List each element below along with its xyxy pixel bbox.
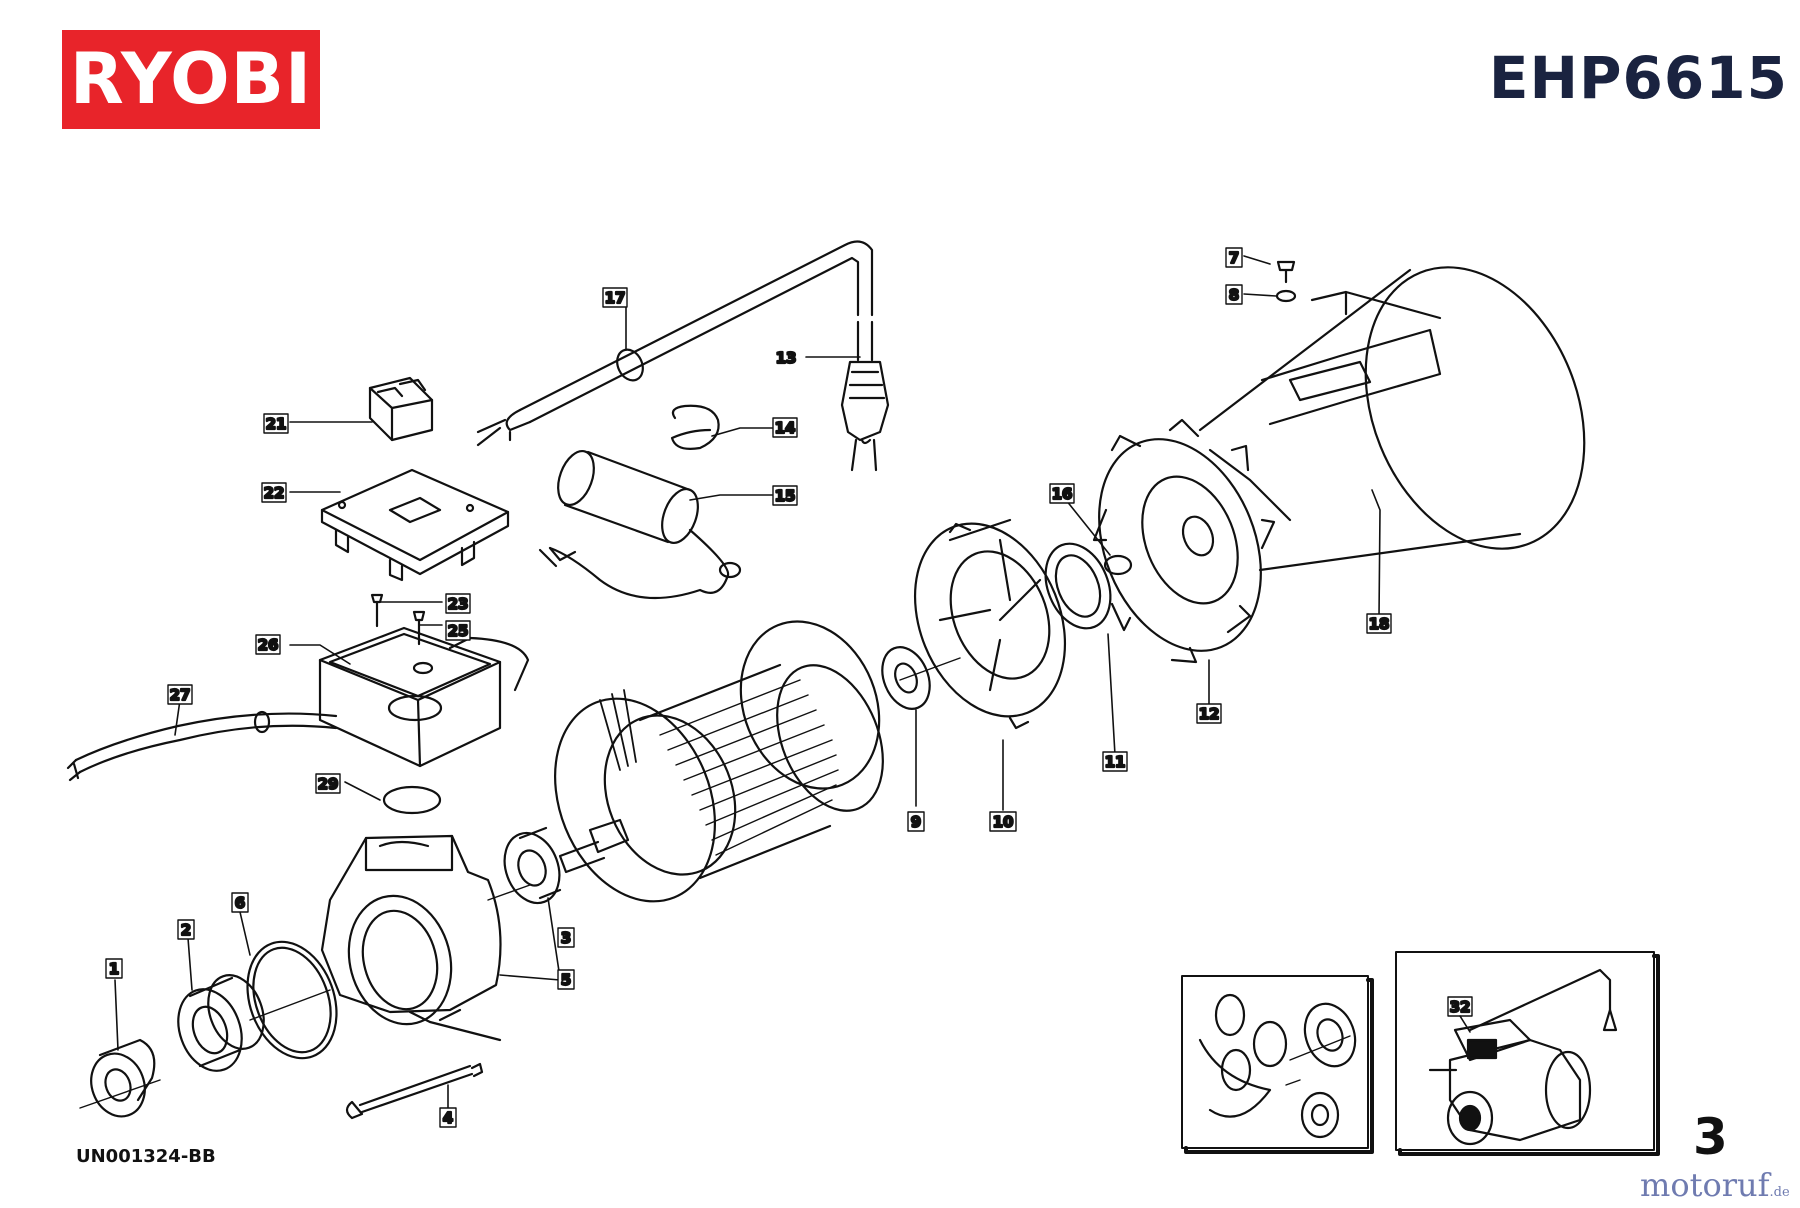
gasket-6: [246, 940, 338, 1060]
label-10: 10: [993, 813, 1014, 831]
label-14: 14: [775, 419, 796, 437]
pump-housing-5: [320, 834, 502, 1042]
clip-14: [670, 404, 720, 450]
bearing-9: [881, 646, 931, 710]
label-3: 3: [561, 929, 571, 947]
page-number: 3: [1693, 1108, 1728, 1166]
washer-8: [1275, 289, 1297, 303]
leader-lines: [114, 255, 1381, 1111]
label-17: 17: [605, 289, 626, 307]
cable-27: [66, 710, 338, 782]
label-25: 25: [448, 622, 469, 640]
model-number: EHP6615: [1488, 44, 1788, 112]
label-23: 23: [448, 595, 469, 613]
plug-13: [840, 360, 890, 472]
label-22: 22: [264, 484, 285, 502]
end-shield-10: [913, 518, 1067, 730]
label-6: 6: [235, 894, 245, 912]
screw-7: [1276, 260, 1296, 284]
terminal-box-26: [318, 626, 530, 768]
ryobi-logo: RYOBI: [62, 30, 320, 129]
label-16: 16: [1052, 485, 1073, 503]
watermark-text: motoruf: [1640, 1166, 1770, 1204]
capacitor-15: [538, 450, 742, 600]
brand-name: RYOBI: [69, 38, 313, 120]
ring-11: [1044, 542, 1112, 630]
washer-25: [412, 661, 434, 675]
label-2: 2: [181, 921, 191, 939]
label-5: 5: [561, 971, 571, 989]
bearing-2: [177, 974, 265, 1072]
bearing-3: [503, 826, 562, 905]
watermark-suffix: .de: [1769, 1185, 1790, 1200]
drawing-code: UN001324-BB: [76, 1146, 216, 1167]
center-axis: [79, 657, 961, 1109]
label-12: 12: [1199, 705, 1220, 723]
label-29: 29: [318, 775, 339, 793]
gasket-6-inner: [252, 946, 332, 1054]
label-21: 21: [266, 415, 287, 433]
label-15: 15: [775, 487, 796, 505]
power-cable-17: [476, 240, 874, 447]
motor-rotor: [554, 620, 884, 903]
bolt-4: [345, 1062, 484, 1120]
inset-detail-left: [1181, 975, 1374, 1154]
watermark: motoruf.de: [1640, 1166, 1790, 1204]
switch-21: [368, 376, 434, 442]
part-labels: 17 13 14 15 21 22 23 25 26 27 29 1 2 6 4…: [105, 247, 1392, 1128]
label-18: 18: [1369, 615, 1390, 633]
label-7: 7: [1229, 249, 1239, 267]
label-11: 11: [1105, 753, 1126, 771]
o-ring-29: [382, 785, 442, 815]
label-1: 1: [109, 960, 119, 978]
label-32: 32: [1450, 998, 1471, 1016]
label-27: 27: [170, 686, 191, 704]
fan-12: [1092, 418, 1276, 664]
label-8: 8: [1229, 286, 1239, 304]
label-26: 26: [258, 636, 279, 654]
cover-plate-22: [320, 468, 510, 582]
seal-1: [90, 1038, 156, 1118]
small-ring-16: [1103, 554, 1133, 576]
inset-assembled-pump: 32: [1395, 951, 1660, 1156]
label-4: 4: [443, 1109, 453, 1127]
ring-11-inner: [1054, 554, 1102, 618]
label-9: 9: [911, 813, 921, 831]
label-13: 13: [776, 349, 797, 367]
motor-cover-18: [1198, 266, 1586, 572]
